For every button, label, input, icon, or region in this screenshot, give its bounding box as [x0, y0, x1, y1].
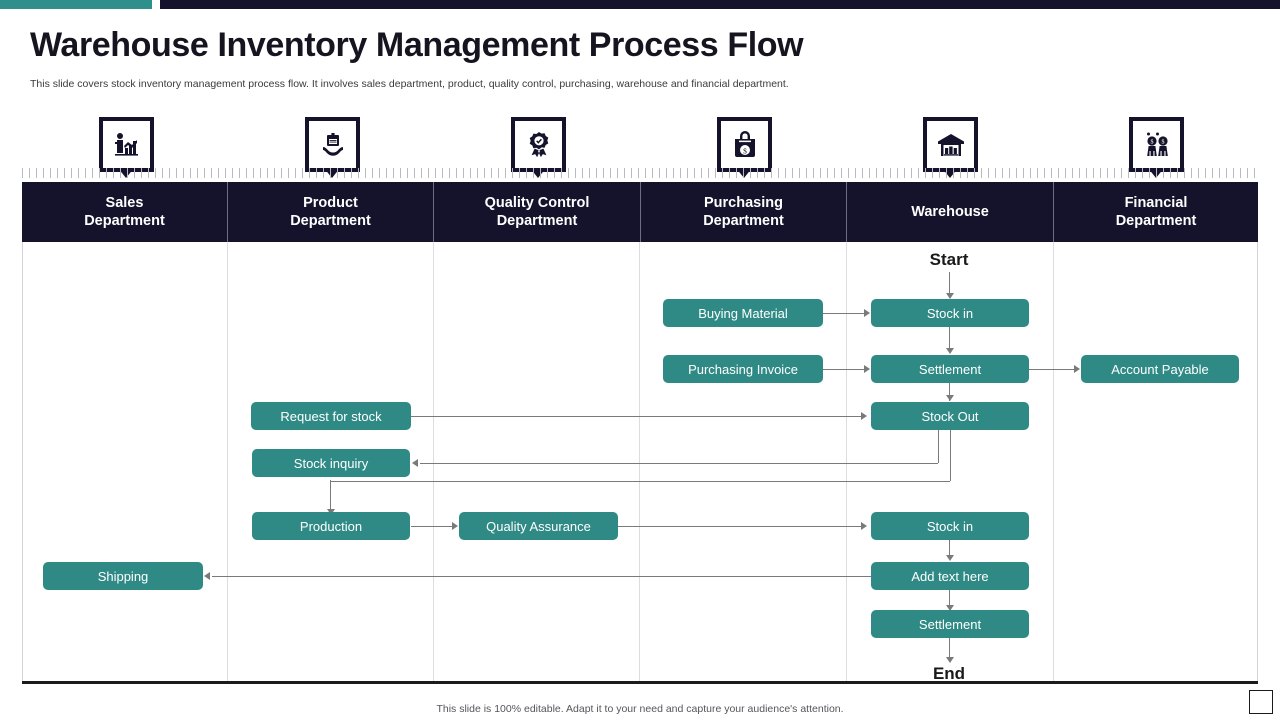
node-stock-out[interactable]: Stock Out: [871, 402, 1029, 430]
icon-box-quality-control-department: [511, 117, 566, 172]
connector-production-feed-vertical: [330, 480, 331, 510]
terminal-end: End: [932, 664, 966, 683]
connector-settlement-to-stock-out: [949, 383, 950, 401]
svg-text:$: $: [1150, 138, 1153, 145]
icon-box-warehouse: [923, 117, 978, 172]
connector-stock-out-down-to-production: [950, 430, 951, 481]
terminal-start: Start: [929, 250, 969, 269]
page-subtitle: This slide covers stock inventory manage…: [30, 78, 789, 90]
column-header-warehouse[interactable]: Warehouse: [911, 203, 989, 220]
connector-stock-out-to-stock-inquiry: [420, 462, 938, 464]
svg-text:$: $: [743, 146, 747, 155]
connector-production-feed-horizontal: [330, 480, 950, 482]
node-production[interactable]: Production: [252, 512, 410, 540]
arrowhead-stock-in-to-settlement: [945, 348, 954, 354]
ruler-tick-strip: [22, 168, 1258, 178]
node-quality-assurance[interactable]: Quality Assurance: [459, 512, 618, 540]
top-accent-dark-segment: [160, 0, 1280, 9]
connector-stock-in-to-add-text-here: [949, 540, 950, 556]
node-add-text-here[interactable]: Add text here: [871, 562, 1029, 590]
footer-note: This slide is 100% editable. Adapt it to…: [436, 703, 844, 715]
swimlane-divider-5: [1053, 242, 1054, 683]
connector-production-to-quality-assurance: [411, 525, 453, 527]
connector-start-to-stock-in: [949, 272, 950, 294]
connector-buying-material-to-stock-in: [823, 312, 865, 314]
icon-box-product-department: [305, 117, 360, 172]
node-settlement-1[interactable]: Settlement: [871, 355, 1029, 383]
node-stock-in-1[interactable]: Stock in: [871, 299, 1029, 327]
arrowhead-start-to-stock-in: [945, 293, 954, 299]
page-title: Warehouse Inventory Management Process F…: [30, 26, 804, 64]
arrowhead-add-text-here-to-settlement: [945, 605, 954, 611]
arrowhead-purchasing-invoice-to-settlement: [864, 364, 870, 373]
node-request-for-stock[interactable]: Request for stock: [251, 402, 411, 430]
connector-request-for-stock-to-stock-out: [411, 415, 861, 417]
arrowhead-settlement-to-end: [945, 657, 954, 663]
connector-stock-in-to-settlement: [949, 327, 950, 349]
connector-add-text-here-to-settlement: [949, 590, 950, 606]
connector-purchasing-invoice-to-settlement: [823, 368, 865, 370]
connector-settlement-to-account-payable: [1029, 368, 1075, 370]
header-divider-4: [846, 182, 847, 242]
person-bar-chart-icon: [111, 129, 143, 161]
node-shipping[interactable]: Shipping: [43, 562, 203, 590]
swimlane-bottom-border: [22, 681, 1258, 684]
arrowhead-stock-out-to-stock-inquiry: [412, 458, 418, 467]
package-in-hands-icon: [317, 129, 349, 161]
connector-add-text-here-to-shipping: [212, 575, 872, 577]
node-stock-inquiry[interactable]: Stock inquiry: [252, 449, 410, 477]
svg-text:$: $: [1161, 138, 1164, 145]
top-accent-bar: [0, 0, 1280, 9]
arrowhead-quality-assurance-to-stock-in: [861, 521, 867, 530]
node-purchasing-invoice[interactable]: Purchasing Invoice: [663, 355, 823, 383]
node-account-payable[interactable]: Account Payable: [1081, 355, 1239, 383]
node-buying-material[interactable]: Buying Material: [663, 299, 823, 327]
arrowhead-buying-material-to-stock-in: [864, 308, 870, 317]
node-settlement-2[interactable]: Settlement: [871, 610, 1029, 638]
arrowhead-settlement-to-account-payable: [1074, 364, 1080, 373]
quality-badge-icon: [523, 129, 555, 161]
icon-box-financial-department: $ $: [1129, 117, 1184, 172]
header-divider-1: [227, 182, 228, 242]
arrowhead-add-text-here-to-shipping: [204, 571, 210, 580]
connector-stock-out-down-to-inquiry: [938, 430, 939, 463]
icon-box-purchasing-department: $: [717, 117, 772, 172]
node-stock-in-2[interactable]: Stock in: [871, 512, 1029, 540]
swimlane-divider-1: [227, 242, 228, 683]
arrowhead-request-for-stock-to-stock-out: [861, 411, 867, 420]
top-accent-teal-segment: [0, 0, 152, 9]
connector-quality-assurance-to-stock-in: [618, 525, 861, 527]
warehouse-building-icon: [935, 129, 967, 161]
connector-settlement-to-end: [949, 638, 950, 658]
people-dollar-icon: $ $: [1141, 129, 1173, 161]
icon-box-sales-department: [99, 117, 154, 172]
arrowhead-settlement-to-stock-out: [945, 395, 954, 401]
corner-placeholder-box[interactable]: [1249, 690, 1273, 714]
header-divider-5: [1053, 182, 1054, 242]
arrowhead-production-to-quality-assurance: [452, 521, 458, 530]
arrowhead-stock-in-to-add-text-here: [945, 555, 954, 561]
header-divider-2: [433, 182, 434, 242]
shopping-bag-dollar-icon: $: [729, 129, 761, 161]
header-divider-3: [640, 182, 641, 242]
